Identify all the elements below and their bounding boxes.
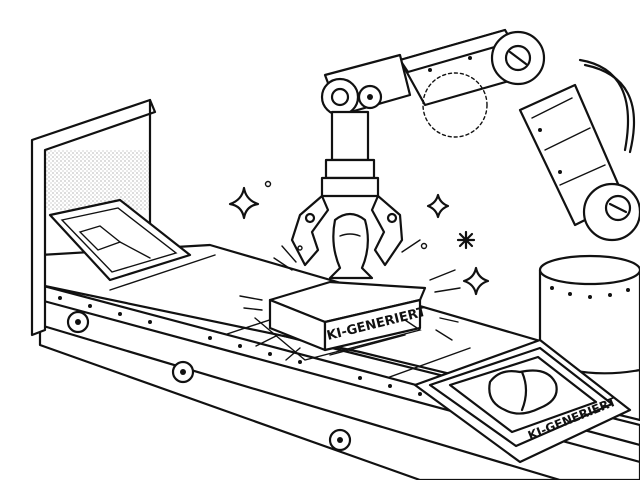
belt-rollers [66,310,352,452]
motion-lines [239,239,461,361]
sparkle-icon [228,180,490,296]
incoming-image-card [48,198,192,282]
image-placeholder-icon: KI-GENERIERT [413,338,632,464]
machine-door-frame [30,98,157,337]
